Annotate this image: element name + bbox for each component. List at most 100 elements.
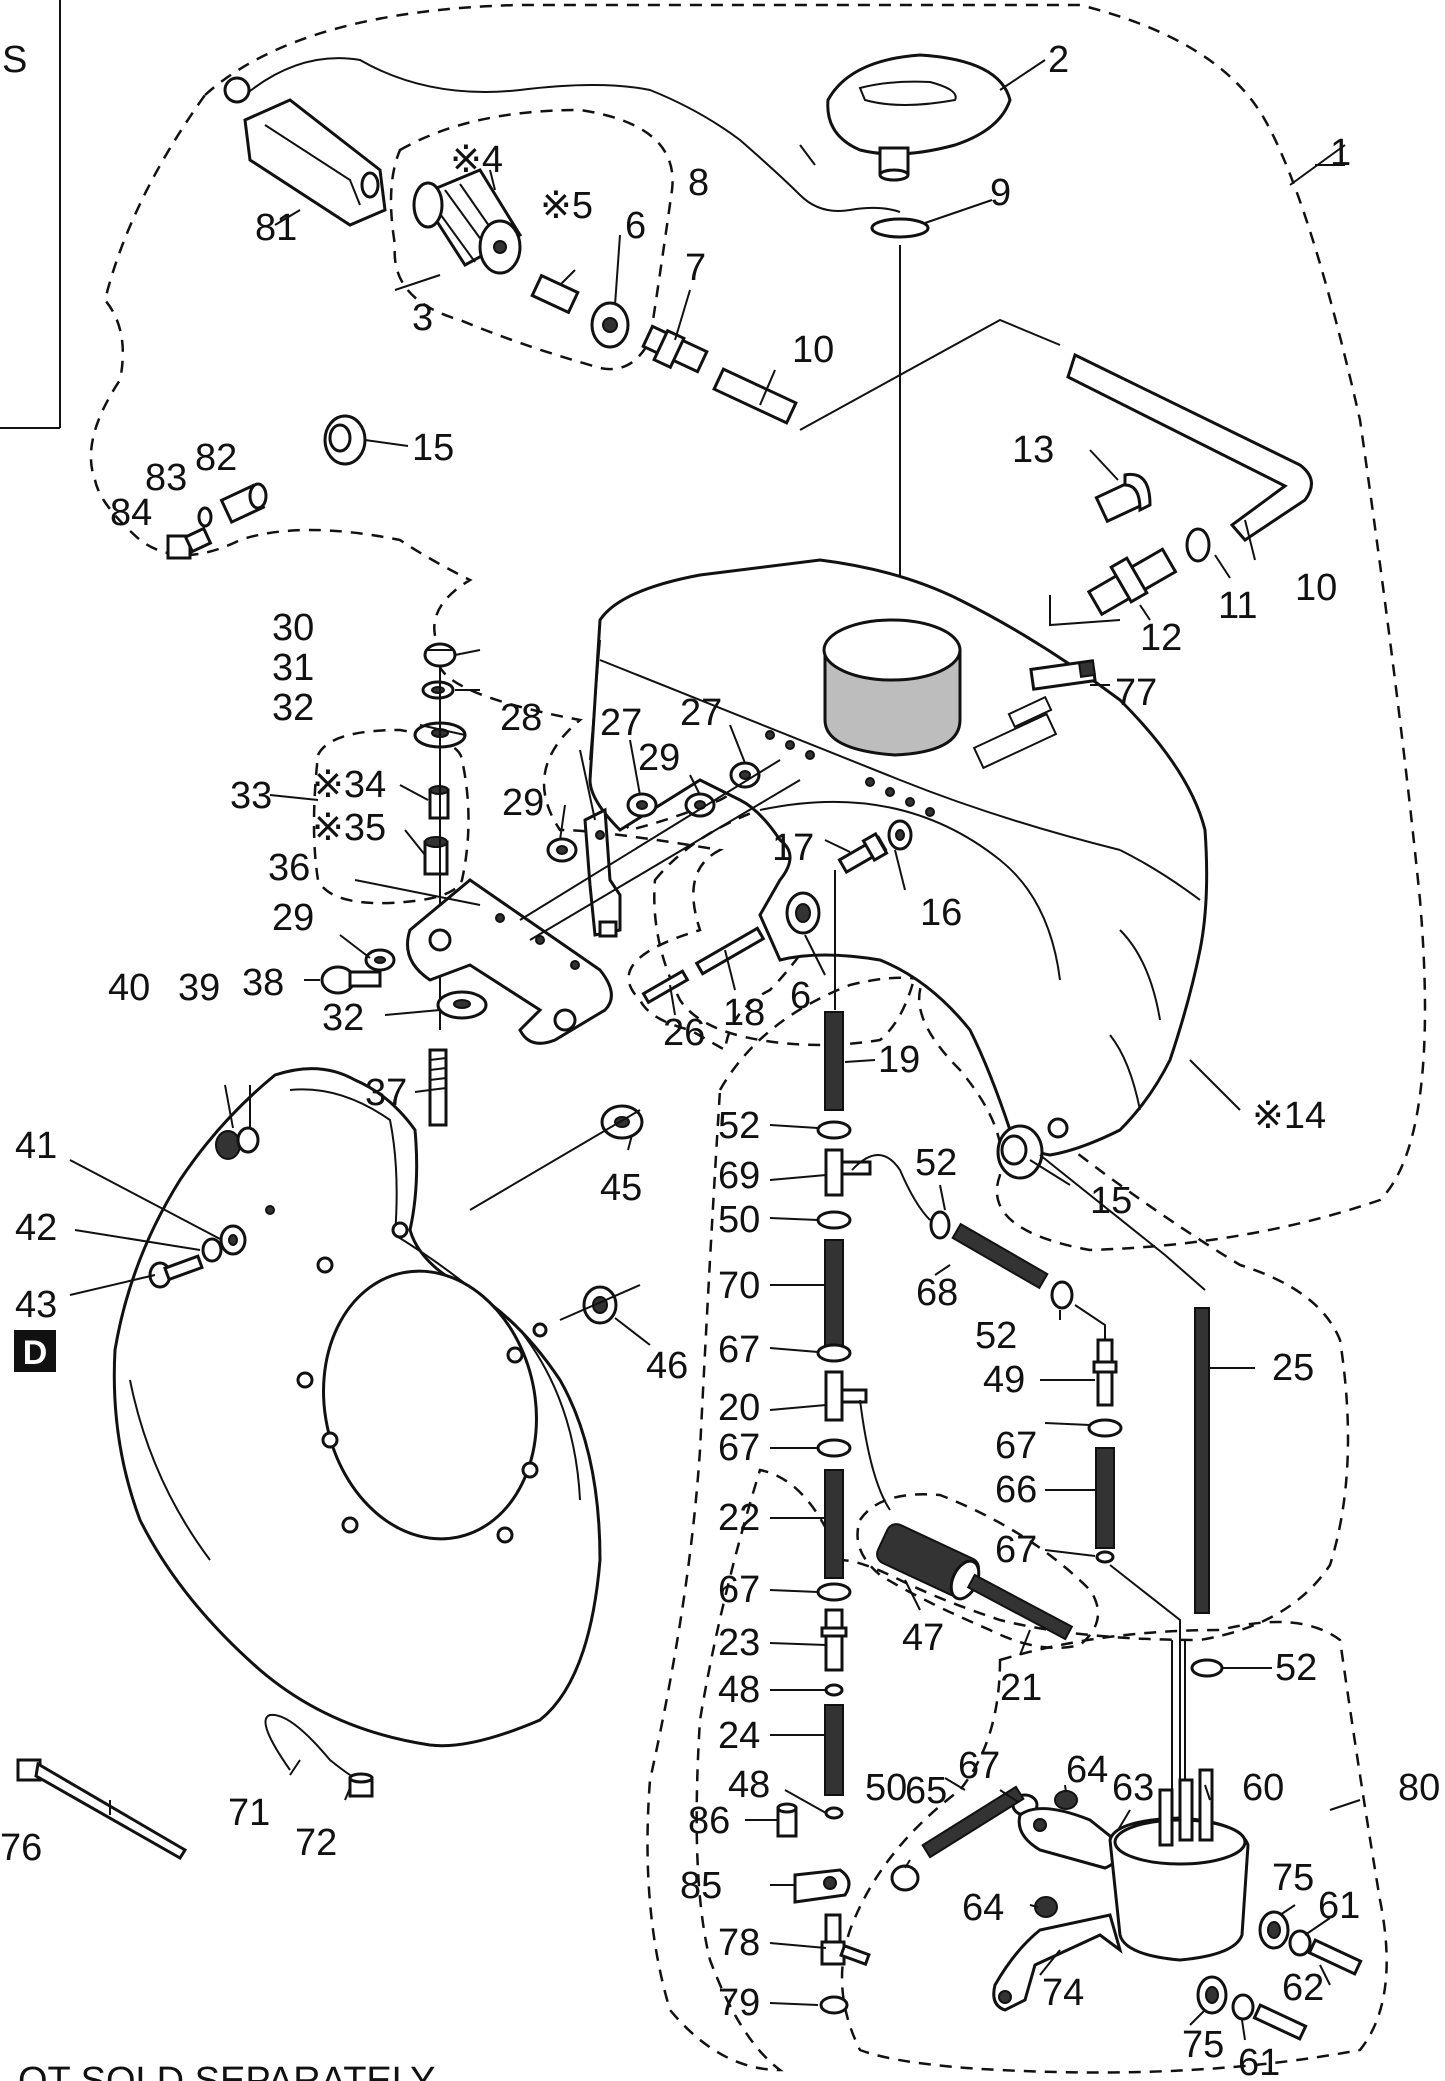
bolt-84 [166,526,213,560]
callout-c39: 39 [178,967,220,1009]
fuel-tank [588,558,1209,1157]
group-19-outline [646,976,1350,2072]
fuel-line-column [776,1011,931,2015]
clip-67-e [1095,1550,1115,1564]
elbow-fitting-13 [1094,472,1152,524]
mounting-bracket-36 [406,878,613,1045]
tee-fitting-69 [824,1148,872,1197]
grommet-75-a [1258,1910,1290,1950]
callout-c7: 7 [685,247,706,289]
group-33-outline [312,728,470,905]
side-note-box: S [0,0,61,429]
washer-27-a [626,792,658,818]
bracket-74 [992,1913,1123,2012]
callout-c30: 30 [272,607,314,649]
bolt-62-b [1252,2003,1308,2041]
callout-c83: 83 [145,457,187,499]
callout-c10b: 10 [1295,567,1337,609]
breather-hose-18 [694,926,766,976]
washer-29-b [546,837,578,863]
callout-c67c: 67 [995,1425,1037,1467]
bolt-43 [148,1254,204,1289]
callout-c45: 45 [600,1167,642,1209]
callout-c84: 84 [110,492,152,534]
nut-64-b [1034,1896,1058,1918]
callout-c81: 81 [255,207,297,249]
fuel-hose-10-short [712,367,798,425]
fitting-49 [1092,1338,1118,1407]
clip-67-b [816,1438,852,1458]
hose-fitting-7 [641,324,709,374]
stud-37 [428,1048,448,1127]
callout-c68: 68 [916,1272,958,1314]
breather-hose-26 [641,969,690,1005]
callout-c31: 31 [272,647,314,689]
fuel-line-branch [929,1154,1210,1825]
callout-c52b: 52 [915,1142,957,1184]
callout-c29b: 29 [502,782,544,824]
clip-50-a [816,1210,852,1230]
callout-c26: 26 [663,1012,705,1054]
group-80-outline [840,1620,1388,2074]
fuel-gauge-cable [223,57,901,213]
grommet-15-top [323,414,367,466]
callout-c20: 20 [718,1387,760,1429]
footer-note: OT SOLD SEPARATELY [18,2060,435,2081]
fitting-78 [820,1913,871,1967]
callout-c60: 60 [1242,1767,1284,1809]
fuel-cap [826,53,1012,182]
callout-c43: 43 [15,1284,57,1326]
callout-c78: 78 [718,1922,760,1964]
callout-c71: 71 [228,1792,270,1834]
washer-29-a [364,948,396,972]
callout-c64b: 64 [962,1887,1004,1929]
group-16-outline [653,793,925,1047]
clip-52-a [816,1120,852,1140]
leader-lines [69,59,1361,2041]
callout-c17: 17 [772,827,814,869]
callout-c11: 11 [1218,585,1257,627]
callout-c70: 70 [718,1265,760,1307]
oring-79 [819,1995,849,2015]
callout-c4: ※4 [450,139,503,181]
engine-shroud [112,1067,602,1748]
callout-c24: 24 [718,1715,760,1757]
callout-c67f: 67 [958,1745,1000,1787]
fuel-filter-group-80 [890,1640,1363,2041]
fuel-filter-60 [1108,1640,1250,1962]
callout-c66: 66 [995,1469,1037,1511]
hose-65 [921,1785,1025,1859]
callout-c29a: 29 [272,897,314,939]
filter-bracket [243,98,387,227]
fitting-17 [837,831,889,875]
group-outlines [89,3,1427,2074]
callout-c19: 19 [878,1039,920,1081]
callout-c42: 42 [15,1207,57,1249]
callout-c40: 40 [108,967,150,1009]
nut-40 [215,1130,241,1160]
spacer-35 [423,836,449,876]
tee-fitting-20 [824,1370,868,1422]
callout-c52a: 52 [718,1105,760,1147]
callout-c12: 12 [1140,617,1182,659]
callout-c35: ※35 [312,807,386,849]
hose-66 [1095,1447,1115,1549]
callout-c85: 85 [680,1865,722,1907]
section-marker-letter: D [23,1334,48,1372]
cap-oring [870,217,930,239]
callout-c15a: 15 [412,427,454,469]
washer-27-b [729,761,761,789]
callout-c67e: 67 [718,1569,760,1611]
callout-c86: 86 [688,1800,730,1842]
filter-spacer-pin [530,273,580,315]
washer-83 [197,506,213,528]
bolt-38 [320,965,382,995]
callout-c74: 74 [1042,1972,1084,2014]
clip-67-a [816,1343,852,1363]
callout-c61a: 61 [1318,1885,1360,1927]
grommet-16 [887,819,913,851]
callout-c75a: 75 [1272,1857,1314,1899]
hose-fitting-12 [1086,547,1178,617]
callout-c52d: 52 [1275,1647,1317,1689]
